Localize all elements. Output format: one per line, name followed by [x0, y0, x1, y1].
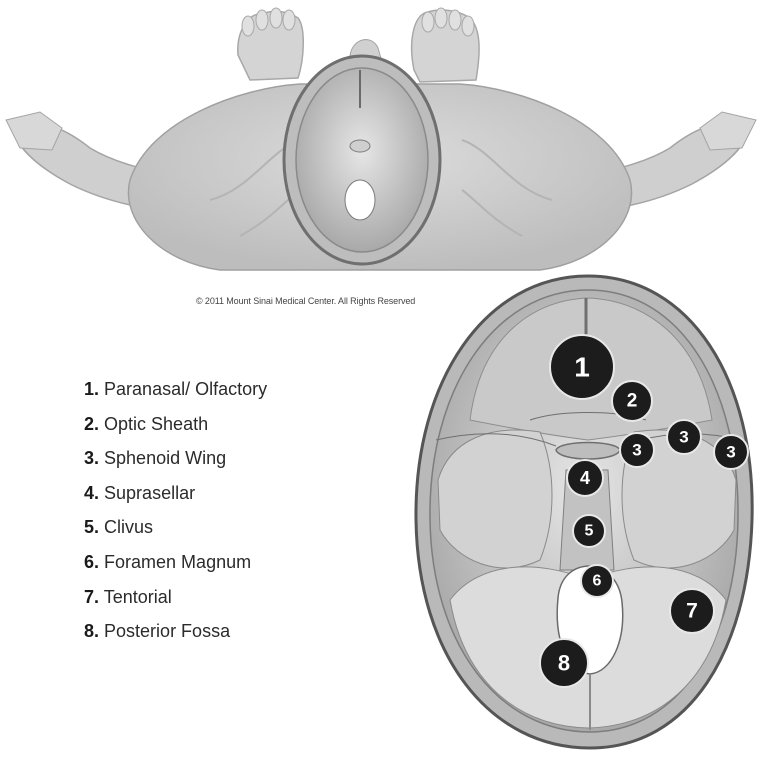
region-marker-3: 3	[667, 420, 701, 454]
legend-number: 6.	[84, 552, 99, 572]
region-marker-4: 4	[567, 460, 603, 496]
copyright-notice: © 2011 Mount Sinai Medical Center. All R…	[196, 296, 415, 306]
skull-inner-small	[296, 68, 428, 252]
legend-number: 2.	[84, 414, 99, 434]
legend-number: 7.	[84, 587, 99, 607]
legend-label: Optic Sheath	[104, 414, 208, 434]
marker-number: 3	[726, 443, 735, 462]
region-marker-3: 3	[620, 433, 654, 467]
sella-small	[350, 140, 370, 152]
marker-number: 7	[686, 600, 698, 623]
marker-number: 1	[574, 352, 590, 383]
region-marker-5: 5	[573, 515, 605, 547]
legend-number: 4.	[84, 483, 99, 503]
legend-label: Tentorial	[104, 587, 172, 607]
legend-label: Foramen Magnum	[104, 552, 251, 572]
marker-number: 3	[632, 441, 641, 460]
region-marker-6: 6	[581, 565, 613, 597]
marker-number: 3	[679, 428, 688, 447]
marker-number: 4	[580, 468, 590, 488]
region-legend: 1. Paranasal/ Olfactory 2. Optic Sheath …	[84, 378, 267, 655]
middle-fossa-left	[438, 430, 552, 568]
legend-item: 6. Foramen Magnum	[84, 551, 267, 586]
legend-number: 8.	[84, 621, 99, 641]
legend-item: 4. Suprasellar	[84, 482, 267, 517]
region-marker-2: 2	[612, 381, 652, 421]
legend-label: Paranasal/ Olfactory	[104, 379, 267, 399]
marker-number: 6	[593, 573, 602, 590]
legend-item: 7. Tentorial	[84, 586, 267, 621]
legend-item: 8. Posterior Fossa	[84, 620, 267, 655]
right-hand	[700, 112, 756, 150]
legend-item: 2. Optic Sheath	[84, 413, 267, 448]
legend-number: 1.	[84, 379, 99, 399]
legend-label: Posterior Fossa	[104, 621, 230, 641]
legend-label: Suprasellar	[104, 483, 195, 503]
legend-item: 1. Paranasal/ Olfactory	[84, 378, 267, 413]
region-marker-8: 8	[540, 639, 588, 687]
region-marker-1: 1	[550, 335, 614, 399]
patient-figure	[6, 8, 756, 270]
sella-turcica	[556, 443, 620, 460]
left-hand	[6, 112, 62, 150]
legend-number: 5.	[84, 517, 99, 537]
legend-number: 3.	[84, 448, 99, 468]
marker-number: 8	[558, 651, 570, 676]
legend-label: Sphenoid Wing	[104, 448, 226, 468]
legend-item: 5. Clivus	[84, 516, 267, 551]
marker-number: 5	[585, 523, 594, 540]
legend-item: 3. Sphenoid Wing	[84, 447, 267, 482]
marker-number: 2	[627, 391, 638, 412]
legend-label: Clivus	[104, 517, 153, 537]
region-marker-3: 3	[714, 435, 748, 469]
foramen-magnum-small	[345, 180, 375, 220]
region-marker-7: 7	[670, 589, 714, 633]
